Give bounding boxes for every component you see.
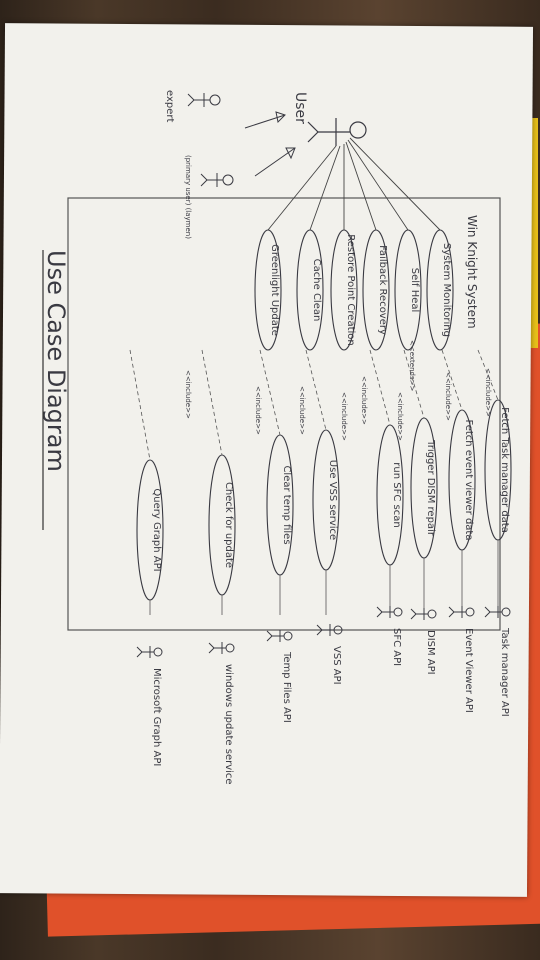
svg-text:User: User bbox=[292, 92, 308, 124]
relation-label: <<include>> bbox=[484, 368, 492, 417]
use-case-left-label: Cache Clean bbox=[311, 259, 322, 322]
use-case-right: Trigger DISM repair bbox=[403, 349, 438, 615]
title-text: Use Case Diagram bbox=[42, 250, 70, 472]
system-name: Win Knight System bbox=[465, 215, 479, 329]
use-case-right: Fetch event viewer data bbox=[441, 349, 476, 615]
use-case-left-label: Restore Point Creation bbox=[345, 234, 356, 345]
use-case-left: Self Heal bbox=[394, 229, 422, 351]
use-case-right-label: Fetch event viewer data bbox=[463, 420, 474, 541]
api-actor: Temp Files API bbox=[266, 630, 293, 723]
api-actor: DISM API bbox=[410, 608, 437, 675]
relation-label: <<include>> bbox=[396, 392, 404, 441]
left-use-cases: System Monitoring Self Heal Failback Recov… bbox=[254, 229, 454, 351]
relation-label: <<extends>> bbox=[408, 340, 416, 392]
use-case-left-label: Self Heal bbox=[409, 268, 420, 313]
use-case-right-label: Fetch Task manager data bbox=[499, 407, 510, 533]
use-case-right: Fetch Task manager data bbox=[477, 349, 512, 615]
svg-text:expert: expert bbox=[164, 90, 175, 123]
expert-actor bbox=[187, 93, 221, 107]
api-actor-label: Task manager API bbox=[499, 627, 510, 717]
svg-text:(primary user) (laymen): (primary user) (laymen) bbox=[184, 155, 192, 239]
relation-label: <<include>> bbox=[340, 392, 348, 441]
relation-label: <<include>> bbox=[360, 376, 368, 425]
api-actor-label: Event Viewer API bbox=[463, 628, 474, 713]
api-actor: windows update service bbox=[208, 642, 235, 785]
diagram-title: Use Case Diagram bbox=[42, 250, 70, 530]
api-actor: SFC API bbox=[376, 606, 403, 666]
primary-user-actor bbox=[200, 173, 234, 187]
relation-label: <<include>> bbox=[444, 372, 452, 421]
relation-label: <<include>> bbox=[298, 386, 306, 435]
use-case-right-label: Query Graph API bbox=[151, 488, 162, 571]
use-case-left: Failback Recovery bbox=[362, 229, 390, 351]
relation-label: <<include>> bbox=[254, 386, 262, 435]
relation-label: <<include>> bbox=[184, 370, 192, 419]
use-case-right: Use VSS service bbox=[305, 349, 340, 615]
use-case-right: run SFC scan bbox=[369, 349, 404, 615]
api-actor-label: Temp Files API bbox=[281, 651, 292, 723]
expert-label: expert bbox=[164, 90, 175, 123]
api-actor: Microsoft Graph API bbox=[136, 646, 163, 766]
api-actor: VSS API bbox=[316, 624, 343, 685]
primary-user-label: (primary user) (laymen) bbox=[184, 155, 192, 239]
relation-labels: <<include>> <<include>> <<extends>> <<inclu… bbox=[184, 340, 492, 441]
api-actor-label: DISM API bbox=[425, 630, 436, 675]
generalization-arrows bbox=[244, 111, 296, 177]
use-case-right: Clear temp files bbox=[259, 349, 294, 615]
api-actor: Event Viewer API bbox=[448, 606, 475, 713]
use-case-right-label: run SFC scan bbox=[391, 462, 402, 527]
use-case-left-label: Failback Recovery bbox=[377, 245, 388, 335]
use-case-left-label: Greenlight Update bbox=[269, 244, 280, 336]
system-name-text: Win Knight System bbox=[465, 215, 479, 329]
right-use-cases: Fetch Task manager data Fetch event viewe… bbox=[129, 349, 512, 615]
use-case-left-label: System Monitoring bbox=[441, 243, 452, 337]
use-case-left: Cache Clean bbox=[296, 229, 324, 351]
use-case-right-label: Trigger DISM repair bbox=[425, 439, 436, 537]
use-case-right: Query Graph API bbox=[129, 349, 164, 615]
use-case-left: Greenlight Update bbox=[254, 229, 282, 351]
use-case-left: Restore Point Creation bbox=[330, 229, 358, 351]
use-case-right: Check for update bbox=[201, 349, 236, 615]
user-associations bbox=[267, 137, 441, 231]
system-boundary bbox=[67, 197, 501, 631]
use-case-right-label: Use VSS service bbox=[327, 460, 338, 540]
user-label: User bbox=[292, 92, 308, 124]
api-actor-label: VSS API bbox=[331, 646, 342, 685]
use-case-left: System Monitoring bbox=[426, 229, 454, 351]
api-actor-label: SFC API bbox=[391, 628, 402, 666]
api-actor: Task manager API bbox=[484, 606, 511, 717]
use-case-right-label: Clear temp files bbox=[281, 465, 292, 544]
api-actor-label: windows update service bbox=[223, 664, 234, 785]
api-actor-label: Microsoft Graph API bbox=[151, 668, 162, 766]
external-api-actors: Task manager API Event Viewer API DISM API… bbox=[136, 606, 511, 785]
user-actor bbox=[307, 118, 367, 146]
use-case-right-label: Check for update bbox=[223, 482, 234, 568]
